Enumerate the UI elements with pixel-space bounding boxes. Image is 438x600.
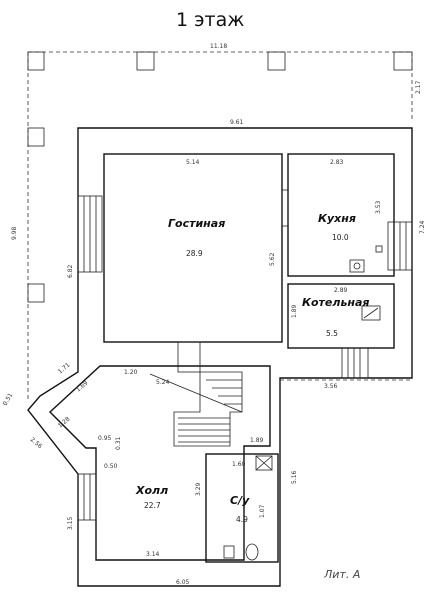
room-bath-area: 4.9: [236, 515, 248, 524]
dim-right-lower: 5.16: [291, 470, 298, 484]
dim-hall-top-120: 1.20: [124, 369, 138, 376]
dim-hall-031: 0.31: [115, 436, 122, 450]
dim-hall-bottom: 3.14: [146, 551, 160, 558]
dim-step-bottom: 3.56: [324, 383, 338, 390]
dim-boiler-left: 1.89: [291, 304, 298, 318]
room-living-area: 28.9: [186, 249, 203, 258]
dim-stair-189: 1.89: [250, 437, 264, 444]
dim-kitchen-right: 3.53: [375, 200, 382, 214]
room-hall-name: Холл: [135, 484, 168, 497]
dim-hall-050: 0.50: [104, 463, 118, 470]
dim-living-top: 5.14: [186, 159, 200, 166]
windows: [77, 189, 413, 521]
boundary-pillars: [27, 51, 413, 303]
room-boiler-area: 5.5: [326, 329, 338, 338]
dim-top-outer: 11.18: [210, 43, 227, 50]
dim-diag-169: 1.69: [75, 379, 90, 393]
fixtures: [223, 245, 383, 561]
site-boundary: [27, 51, 413, 400]
dim-diag-171: 1.71: [57, 361, 72, 375]
literal-label: Лит. А: [323, 568, 360, 581]
dim-bath-top: 1.60: [232, 461, 246, 468]
room-kitchen-area: 10.0: [332, 233, 349, 242]
dim-right-wall: 7.24: [419, 220, 426, 234]
dim-right-outer: 2.17: [415, 80, 422, 94]
dim-hall-329: 3.29: [195, 482, 202, 496]
dim-diag-051: 0.51: [2, 392, 15, 407]
dim-hall-top-524: 5.24: [156, 379, 170, 386]
dim-kitchen-top: 2.83: [330, 159, 344, 166]
dim-diag-256: 2.56: [29, 436, 44, 450]
floor-title: 1 этаж: [176, 9, 244, 31]
dim-living-right: 5.62: [269, 252, 276, 266]
room-boiler-name: Котельная: [302, 296, 369, 309]
room-hall-area: 22.7: [144, 501, 161, 510]
dim-bath-107: 1.07: [259, 504, 266, 518]
staircase: [149, 341, 243, 447]
dim-diag-128: 1.28: [57, 415, 72, 429]
dim-bottom-outer: 6.05: [176, 579, 190, 586]
dim-living-left: 6.82: [67, 264, 74, 278]
room-bath-name: С/у: [230, 494, 250, 507]
dim-inner-top: 9.61: [230, 119, 244, 126]
dim-hall-left: 3.15: [67, 516, 74, 530]
room-kitchen-name: Кухня: [318, 212, 356, 225]
room-living-name: Гостиная: [168, 217, 225, 230]
dim-boiler-top: 2.89: [334, 287, 348, 294]
dim-hall-095: 0.95: [98, 435, 112, 442]
dim-left-outer: 9.98: [11, 226, 18, 240]
